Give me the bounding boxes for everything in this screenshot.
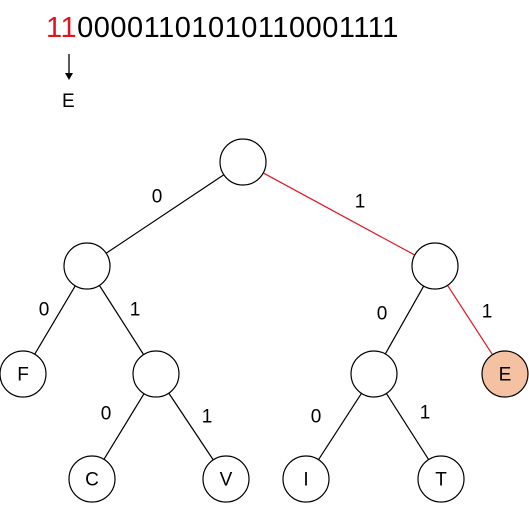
edge-n10-I (317, 392, 363, 461)
tree-node-n01 (132, 350, 180, 398)
edge-label-root-n0: 0 (152, 187, 163, 208)
edge-n01-C (103, 393, 145, 460)
node-circle (219, 138, 267, 186)
edge-n01-V (168, 392, 214, 461)
edge-label-n10-I: 0 (311, 407, 322, 428)
encoded-bitstring: 1100001101010110001111 (46, 10, 399, 46)
tree-node-T: T (417, 455, 465, 503)
node-circle (282, 455, 330, 503)
edge-n0-n01 (98, 285, 145, 355)
node-label: E (499, 365, 512, 386)
node-circle (411, 242, 459, 290)
node-circle (68, 455, 116, 503)
node-circle (132, 350, 180, 398)
decoded-bits: 11 (46, 12, 78, 44)
tree-node-n0 (63, 242, 111, 290)
node-label: V (220, 470, 233, 491)
edge-label-n1-E: 1 (482, 302, 493, 323)
node-label: F (17, 365, 29, 386)
edge-label-n0-F: 0 (39, 300, 50, 321)
down-arrow-icon (65, 54, 73, 80)
edge-root-n1 (262, 172, 416, 256)
tree-node-I: I (282, 455, 330, 503)
edge-label-n10-T: 1 (420, 403, 431, 424)
edge-label-n0-n01: 1 (130, 300, 141, 321)
node-circle (63, 242, 111, 290)
tree-node-n1 (411, 242, 459, 290)
edge-n1-E (447, 284, 493, 356)
tree-node-E: E (481, 350, 529, 398)
tree-node-root (219, 138, 267, 186)
tree-nodes: F E C V I T (0, 138, 529, 503)
node-label: T (435, 470, 447, 491)
tree-node-C: C (68, 455, 116, 503)
tree-node-F: F (0, 350, 47, 398)
edge-n10-T (385, 393, 430, 460)
node-circle (417, 455, 465, 503)
edge-label-n01-V: 1 (202, 407, 213, 428)
decoded-symbol: E (62, 91, 75, 112)
node-circle (0, 350, 47, 398)
edge-label-n1-n10: 0 (377, 304, 388, 325)
tree-node-n10 (350, 350, 398, 398)
node-label: C (85, 470, 99, 491)
node-circle (350, 350, 398, 398)
edge-n1-n10 (384, 285, 425, 355)
node-label: I (303, 470, 308, 491)
tree-edges (34, 172, 493, 461)
edge-n0-F (34, 285, 76, 355)
node-circle (202, 455, 250, 503)
remaining-bits: 00001101010110001111 (77, 12, 399, 44)
edge-label-root-n1: 1 (355, 192, 366, 213)
edge-label-n01-C: 0 (101, 404, 112, 425)
tree-node-V: V (202, 455, 250, 503)
edge-root-n0 (105, 174, 225, 254)
node-circle (481, 350, 529, 398)
tree-edge-labels: 0 1 0 1 0 1 0 1 0 1 (39, 187, 493, 428)
